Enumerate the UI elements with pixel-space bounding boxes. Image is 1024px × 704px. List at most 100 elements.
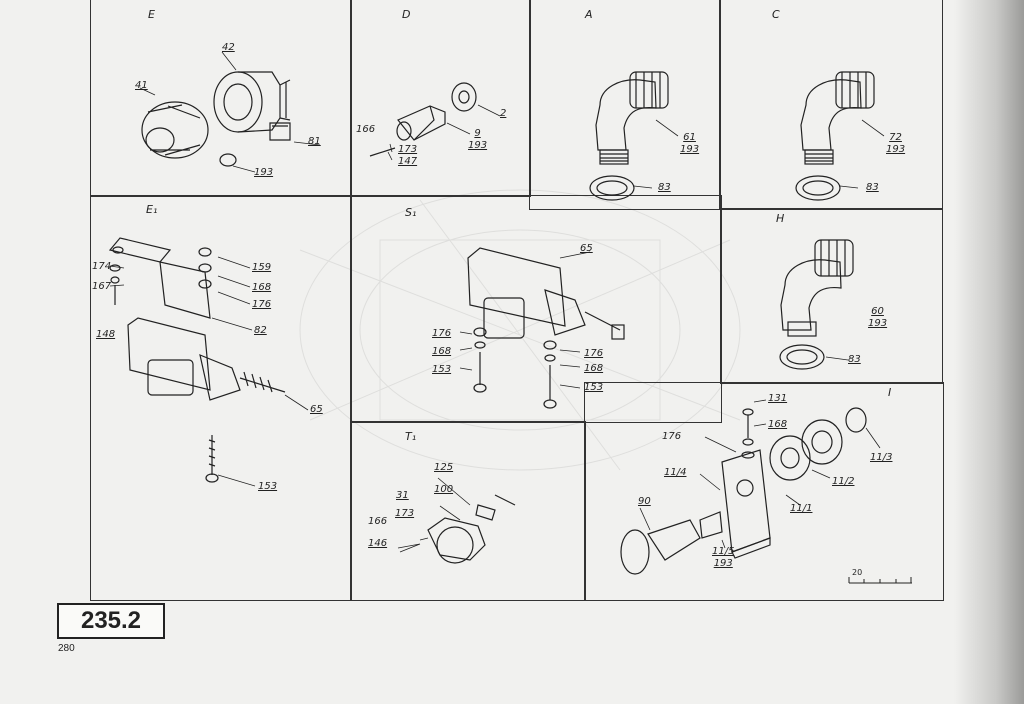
- callout-11-4: 11/4: [664, 467, 687, 478]
- panel-s1-frame: [350, 195, 722, 423]
- callout-193-e: 193: [254, 167, 274, 178]
- callout-82: 82: [254, 325, 267, 336]
- panel-t1-frame: [350, 421, 586, 601]
- callout-193-a: 193: [680, 144, 700, 155]
- panel-d-label: D: [402, 8, 411, 21]
- callout-41: 41: [135, 80, 148, 91]
- callout-176-e1: 176: [252, 299, 272, 310]
- part-42-coupling-drawing: [213, 71, 291, 133]
- callout-90: 90: [638, 496, 651, 507]
- callout-148: 148: [96, 329, 116, 340]
- part-166-screw-drawing: [369, 147, 396, 157]
- flanges-11-drawing: [769, 407, 867, 481]
- callout-125: 125: [434, 462, 454, 473]
- callout-60: 60: [871, 306, 884, 317]
- callout-31: 31: [396, 490, 409, 501]
- callout-11-1: 11/1: [790, 503, 813, 514]
- callout-65-e1: 65: [310, 404, 323, 415]
- figure-number-box: 235.2: [57, 603, 165, 639]
- panel-t1-label: T₁: [405, 430, 417, 443]
- callout-176-s1-left: 176: [432, 328, 452, 339]
- callout-11-5: 11/5: [712, 546, 735, 557]
- callout-167: 167: [92, 281, 112, 292]
- panel-i-label: I: [888, 386, 892, 399]
- callout-65-s1: 65: [580, 243, 593, 254]
- part-9-union-drawing: [396, 105, 446, 141]
- callout-61-193-stack: 61 193: [680, 132, 699, 156]
- callout-2: 2: [500, 108, 507, 119]
- panel-i-frame: [584, 382, 944, 601]
- callout-9: 9: [474, 128, 481, 139]
- callout-147: 147: [398, 156, 418, 167]
- callout-153-e1: 153: [258, 481, 278, 492]
- callout-72-193-stack: 72 193: [886, 132, 905, 156]
- callout-153-s1-left: 153: [432, 364, 452, 375]
- panel-h-label: H: [776, 212, 785, 225]
- callout-168-i: 168: [768, 419, 788, 430]
- callout-193-h: 193: [868, 318, 888, 329]
- bracket-82-drawing: [108, 237, 211, 319]
- washers-e1-drawing: [109, 247, 212, 305]
- callout-168-e1: 168: [252, 282, 272, 293]
- panel-c-label: C: [772, 8, 780, 21]
- callout-168-s1-left: 168: [432, 346, 452, 357]
- callout-100: 100: [434, 484, 454, 495]
- panel-e-frame: [90, 0, 352, 197]
- callout-193-c: 193: [886, 144, 906, 155]
- callout-83-h: 83: [848, 354, 861, 365]
- callout-131: 131: [768, 393, 788, 404]
- part-81-bushing-drawing: [269, 122, 291, 141]
- callout-193-d: 193: [468, 140, 488, 151]
- callout-42: 42: [222, 42, 235, 53]
- callout-11-2: 11/2: [832, 476, 855, 487]
- callout-72: 72: [889, 132, 902, 143]
- callout-168-s1-right: 168: [584, 363, 604, 374]
- part-193-e-drawing: [219, 153, 237, 167]
- callout-166-t1: 166: [368, 516, 388, 527]
- cylinder-148-drawing: [127, 317, 286, 401]
- scale-bar-graphic: [848, 577, 912, 584]
- panel-e1-label: E₁: [146, 203, 158, 216]
- elbow-fitting-a-drawing: [589, 71, 669, 201]
- panel-a-frame: [529, 0, 721, 210]
- elbow-fitting-c-drawing: [795, 71, 875, 201]
- callout-176-s1-right: 176: [584, 348, 604, 359]
- callout-81: 81: [308, 136, 321, 147]
- callout-11-5-193-stack: 11/5 193: [712, 546, 734, 570]
- callout-173-147-stack: 173 147: [398, 144, 417, 168]
- callout-83-a: 83: [658, 182, 671, 193]
- part-2-flange-drawing: [451, 82, 477, 112]
- callout-159: 159: [252, 262, 272, 273]
- bolts-153-s1-drawing: [473, 327, 557, 409]
- union-90-drawing: [620, 511, 723, 575]
- page-edge-shadow: [954, 0, 1024, 704]
- panel-e-label: E: [148, 8, 155, 21]
- callout-60-193-stack: 60 193: [868, 306, 887, 330]
- callout-153-s1-right: 153: [584, 382, 604, 393]
- scale-bar-label: 20: [852, 568, 863, 577]
- panel-c-frame: [719, 0, 943, 210]
- callout-193-i: 193: [713, 558, 733, 569]
- callout-61: 61: [683, 132, 696, 143]
- callout-173-d: 173: [398, 144, 418, 155]
- callout-146: 146: [368, 538, 388, 549]
- cap-31-drawing: [427, 494, 516, 564]
- callout-176-i: 176: [662, 431, 682, 442]
- panel-a-label: A: [585, 8, 593, 21]
- callout-174: 174: [92, 261, 112, 272]
- callout-173-t1: 173: [395, 508, 415, 519]
- bolt-153-e1-drawing: [205, 435, 219, 483]
- callout-11-3: 11/3: [870, 452, 893, 463]
- panel-h-frame: [720, 208, 943, 384]
- page-number: 280: [58, 643, 75, 654]
- callout-83-c: 83: [866, 182, 879, 193]
- bracket-11-drawing: [721, 449, 771, 559]
- panel-d-frame: [350, 0, 531, 197]
- callout-166-d: 166: [356, 124, 376, 135]
- elbow-fitting-h-drawing: [779, 239, 854, 370]
- part-41-nozzle-drawing: [141, 101, 209, 159]
- panel-e1-frame: [90, 195, 352, 601]
- callout-9-193-stack: 9 193: [468, 128, 487, 152]
